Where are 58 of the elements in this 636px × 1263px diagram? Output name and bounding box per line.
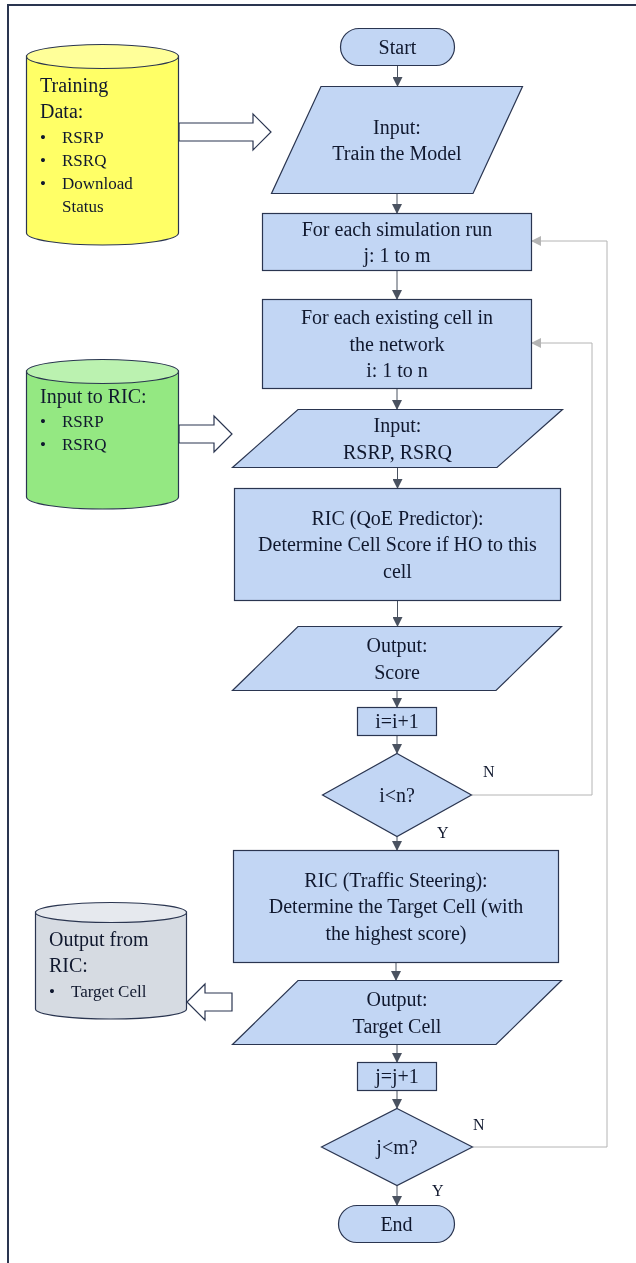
node-text: RIC (QoE Predictor): <box>311 505 484 532</box>
bullet-mark: • <box>49 980 56 1003</box>
bullet-item: Download Status <box>62 172 134 218</box>
node-text: Train the Model <box>332 141 462 166</box>
bullet-mark: • <box>40 149 47 172</box>
node-text: Input: <box>373 114 421 140</box>
node-text: j=j+1 <box>375 1064 419 1090</box>
node-text: i: 1 to n <box>366 358 428 384</box>
node-text: i=i+1 <box>375 709 419 735</box>
arrow <box>392 193 402 214</box>
bullet-item: RSRQ <box>62 434 107 457</box>
node-text: For each simulation run <box>301 216 493 242</box>
bullet-mark: • <box>40 172 47 195</box>
arrow <box>392 1044 402 1063</box>
node-text: j: 1 to m <box>363 243 431 269</box>
arrow <box>392 388 402 410</box>
arrow <box>392 836 402 851</box>
edge-label: Y <box>436 825 450 841</box>
loop-arrow <box>471 338 593 796</box>
arrow <box>392 65 403 87</box>
node-text: i<n? <box>379 782 415 808</box>
edge-label: N <box>482 764 496 780</box>
node-text: Output: <box>366 987 428 1013</box>
bullet-item: RSRP <box>62 411 105 434</box>
arrow <box>392 270 402 300</box>
cylinder-heading: Output from RIC: <box>49 927 150 979</box>
block-arrow <box>186 982 233 1022</box>
arrow <box>392 690 402 708</box>
edge-label: Y <box>431 1183 445 1199</box>
arrow <box>392 1090 402 1109</box>
bullet-mark: • <box>40 434 47 457</box>
arrow <box>391 962 401 981</box>
bullet-item: Target Cell <box>71 980 147 1003</box>
node-text: Input: <box>373 413 422 439</box>
block-arrow <box>178 112 272 152</box>
bullet-item: RSRQ <box>62 149 108 172</box>
node-text: Output: <box>366 633 428 659</box>
node-text: RIC (Traffic Steering): <box>304 867 488 894</box>
node-text: Target Cell <box>352 1013 442 1039</box>
bullet-mark: • <box>40 411 47 434</box>
cylinder-heading: Input to RIC: <box>40 384 147 410</box>
arrow <box>392 735 402 754</box>
node-text: j<m? <box>376 1134 418 1161</box>
bullet-mark: • <box>40 126 47 149</box>
arrow <box>392 600 403 627</box>
arrow <box>392 467 403 489</box>
node-text: End <box>380 1211 413 1237</box>
loop-arrow <box>472 236 608 1148</box>
node-text: Score <box>374 659 420 685</box>
block-arrow <box>178 414 233 454</box>
node-text: Determine the Target Cell (with the highest score) <box>267 894 525 947</box>
node-text: Determine Cell Score if HO to this cell <box>257 532 538 584</box>
bullet-item: RSRP <box>62 126 105 149</box>
node-text: Start <box>378 34 417 60</box>
edge-label: N <box>472 1117 486 1133</box>
node-text: RSRP, RSRQ <box>343 439 452 465</box>
arrow <box>392 1185 402 1206</box>
cylinder-heading: Training Data: <box>40 73 110 125</box>
